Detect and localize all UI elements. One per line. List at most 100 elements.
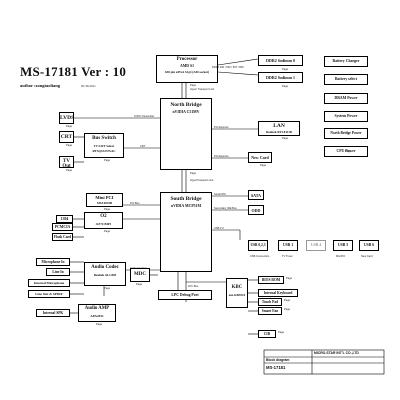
o2-model: OZ711MP1 [95,222,112,226]
ddr-slot-1: DDR2 Sodimm 1 [258,72,303,83]
ddr-slot-0: DDR2 Sodimm 0 [258,55,303,66]
nb-power-label: North Bridge Power [330,131,362,135]
page-ref: Page [66,125,73,128]
page-ref: Page [282,85,289,88]
pci-bus-label: PCI Bus [130,202,140,205]
usb-port-6-label: USB 6 [363,243,375,247]
int-keyboard-block: Internal Keyboard [258,289,298,297]
usb-port-0-label: USB 0,2,3 [250,243,266,247]
usb-port-1: USB 1 [278,240,298,251]
author-date: 05-30-2011 [81,84,96,88]
battery-select-label: Battery select [334,77,358,81]
page-ref: Page [66,169,73,172]
line-in-block: Line In [46,268,70,276]
minipci-model: MSI 6833B [96,201,113,205]
usb-note-1: TV Tuner [282,255,293,258]
northbridge-name: North Bridge [170,102,202,108]
audio-amp-name: Audio AMP [84,306,110,311]
mic-in-label: Microphone In [41,260,65,264]
page-ref: Page [104,208,111,211]
bus-switch-block: Bus Switch TV/CRT Select RTSQS3257SAC [84,133,124,158]
dram-power-block: DRAM Power [324,93,368,104]
southbridge-block: South Bridge nVIDIA MCP51M [160,192,212,272]
processor-model: AMD S1 [179,64,195,68]
processor-name: Processor [176,57,198,62]
page-ref: Page [278,331,285,334]
1394-label: 1394 [60,217,69,221]
int-spk-block: Internal SPK [36,309,70,317]
ht-link-label: Hyper Transport Link [190,88,215,91]
southbridge-model: nVIDIA MCP51M [170,204,202,208]
nb-power-block: North Bridge Power [324,128,368,139]
int-keyboard-label: Internal Keyboard [263,291,293,295]
mdc-label: MDC [134,272,146,277]
ide-bus-label: Secondary IDE Bus [214,207,237,210]
usb-bus-label: USB 2.0 [214,227,224,230]
crt-block: CRT [59,131,74,143]
ddr-slot-0-label: DDR2 Sodimm 0 [266,58,295,63]
battery-select-block: Battery select [324,74,368,85]
kbc-model: ene KB3910 [228,293,246,297]
lineout-block: Line Out & SPDIF [28,290,70,298]
cpu-power-block: CPU Power [324,146,368,157]
lpc-debug-block: LPC Debug Port [158,290,212,300]
smartfan-label: Smart Fan [261,309,279,313]
page-ref: Page [345,150,352,153]
usb-note-4: New Card [361,255,373,258]
cir-block: CIR [258,330,276,338]
o2-name: O2 [100,214,107,219]
processor-block: Processor AMD S1 638 pin uPGA S1g4 (AM s… [156,55,218,83]
battery-charger-label: Battery Charger [332,59,360,63]
page-ref: Page [260,164,267,167]
minipci-block: Mini PCI MSI 6833B [86,193,123,207]
kbc-name: KBC [231,285,243,290]
lvds-label: LVDS [60,115,75,121]
lpc-debug-label: LPC Debug Port [171,293,199,297]
ddr-slot-1-label: DDR2 Sodimm 1 [266,75,295,80]
page-ref: Page [66,144,73,147]
bus-switch-sub2: RTSQS3257SAC [92,149,116,153]
audio-amp-block: Audio AMP APA2031 [78,304,116,322]
bus-switch-sub1: TV/CRT Select [93,144,115,148]
northbridge-model: nVIDIA C51MV [172,110,200,114]
usb-port-1-label: USB 1 [282,243,294,247]
lan-name: LAN [273,123,285,129]
diagram-title: MS-17181 Ver : 10 [20,64,127,79]
tvout-block: TV Out [59,156,74,169]
southbridge-name: South Bridge [170,196,202,202]
crt-label: CRT [60,134,73,140]
pcie-newcard-label: PCI-Express [214,155,229,158]
cpu-power-label: CPU Power [336,149,356,153]
int-mic-block: Internal Microphone [28,279,70,287]
company-name: MICRO-STAR INT'L CO.,LTD [314,351,359,355]
lineout-label: Line Out & SPDIF [35,292,63,296]
ht-link2-label: HyperTransport Link [190,179,214,182]
bus-switch-name: Bus Switch [92,136,116,141]
sata-bus-label: Serial ATA [214,193,226,196]
page-ref: Page [282,137,289,140]
usb-note-3: MiniPCI [336,255,346,258]
touchpad-block: Touch Pad [258,298,282,306]
connection-lines [70,58,259,335]
document-number: MS-17181 [266,365,286,370]
usb-port-4: USB 4 [306,240,326,251]
o2-block: O2 OZ711MP1 [84,212,123,229]
page-ref: Page [136,283,143,286]
newcard-label: New Card [251,155,269,160]
audio-codec-block: Audio Codec Realtek ALC883 [84,262,126,286]
processor-socket: 638 pin uPGA S1g4 (AM socket) [164,70,209,74]
crt-signal-label: CRT [140,145,146,148]
system-power-label: System Power [334,114,358,118]
pcmcia-block: PCMCIA [52,223,73,231]
page-ref: Page [104,287,111,290]
usb-port-0: USB 0,2,3 [248,240,268,251]
lan-block: LAN Realtek RTL8111B [258,121,300,136]
touchpad-label: Touch Pad [261,300,279,304]
pcmcia-label: PCMCIA [54,225,71,229]
flashcard-label: Flash Card [53,235,72,239]
line-in-label: Line In [52,270,64,274]
mdc-block: MDC [130,268,150,282]
battery-charger-block: Battery Charger [324,56,368,67]
tvout-label: TV Out [62,159,71,169]
